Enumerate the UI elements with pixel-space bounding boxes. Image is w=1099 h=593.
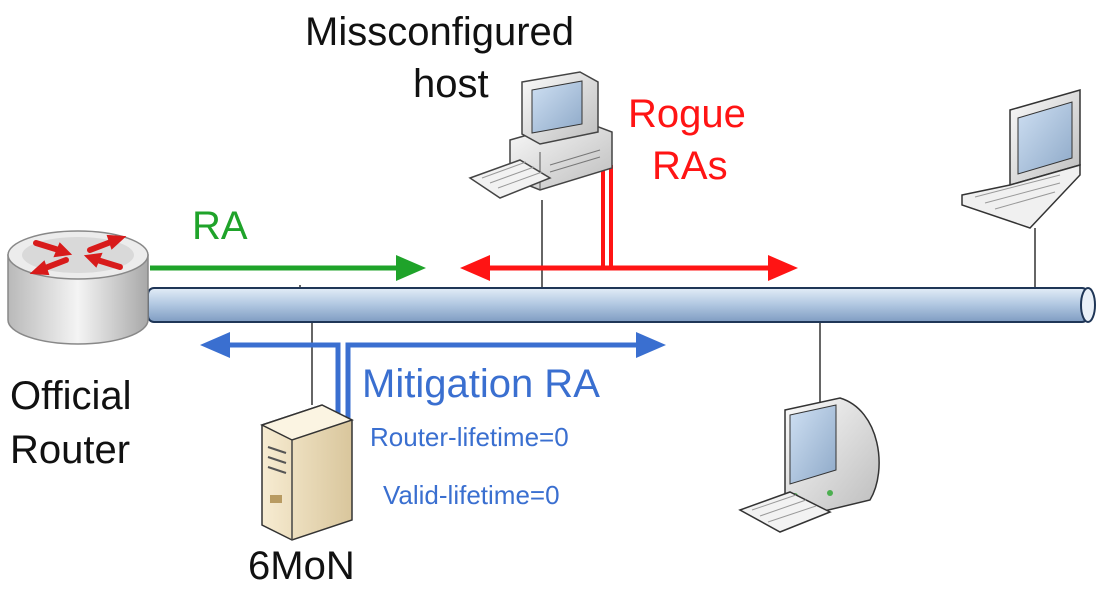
- ra-label: RA: [192, 204, 248, 248]
- ra-arrow: [150, 255, 426, 281]
- router-icon: [7, 230, 149, 345]
- official-router-label-line1: Official: [10, 374, 132, 418]
- network-bus: [147, 287, 1096, 323]
- router-lifetime-label: Router-lifetime=0: [370, 422, 569, 452]
- rogue-ras-label-line2: RAs: [652, 144, 728, 188]
- desktop-computer-icon: [468, 71, 613, 199]
- crt-monitor-icon: [738, 397, 880, 533]
- valid-lifetime-label: Valid-lifetime=0: [383, 480, 560, 510]
- official-router-label-line2: Router: [10, 428, 131, 472]
- rogue-ras-label-line1: Rogue: [628, 92, 746, 136]
- mitigation-arrows: [200, 332, 666, 418]
- mitigation-ra-label: Mitigation RA: [362, 362, 600, 406]
- connector-lines: [299, 200, 1036, 410]
- rogue-ra-arrows: [460, 165, 798, 281]
- laptop-icon: [961, 89, 1081, 229]
- misconfigured-host-label-line2: host: [413, 62, 489, 106]
- server-icon: [260, 404, 354, 541]
- sixmon-label: 6MoN: [248, 544, 355, 588]
- misconfigured-host-label-line1: Missconfigured: [305, 10, 575, 54]
